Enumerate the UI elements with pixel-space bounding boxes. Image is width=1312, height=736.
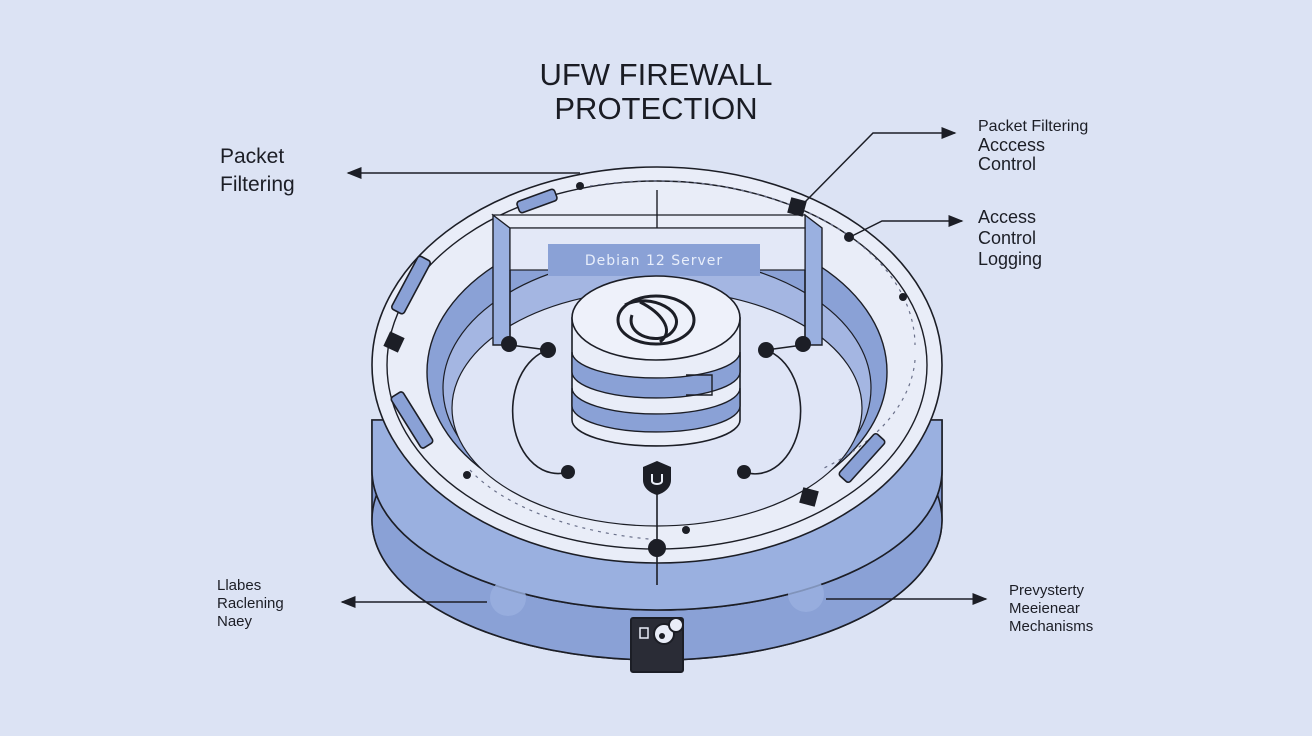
- label-line: Llabes: [217, 577, 262, 594]
- label-line: Filtering: [220, 173, 295, 196]
- ring-slots: [390, 188, 886, 484]
- label-bottom-left: Llabes Raclening Naey: [217, 577, 284, 631]
- label-line: Packet: [220, 145, 285, 168]
- title-line-2: PROTECTION: [554, 91, 758, 126]
- shield-icon: [643, 461, 671, 495]
- label-mid-right: Access Control Logging: [978, 207, 1042, 270]
- label-line: Raclening: [217, 595, 284, 612]
- label-line: Packet Filtering: [978, 118, 1089, 135]
- diagram-title: UFW FIREWALL PROTECTION: [456, 58, 856, 126]
- label-top-right: Packet Filtering Acccess Control: [978, 117, 1088, 174]
- label-line: Access: [978, 207, 1037, 227]
- label-bottom-right: Prevysterty Meeienear Mechanisms: [1009, 582, 1093, 636]
- title-line-1: UFW FIREWALL: [539, 57, 773, 92]
- globe-icon: [616, 294, 696, 346]
- database-stack: [571, 275, 741, 447]
- label-line: Naey: [217, 613, 253, 630]
- network-nodes: [383, 182, 907, 557]
- left-indicator: [490, 580, 526, 616]
- label-line: Meeienear: [1009, 600, 1080, 617]
- label-line: Mechanisms: [1009, 618, 1094, 635]
- label-line: Acccess: [978, 135, 1046, 155]
- label-packet-filtering: Packet Filtering: [220, 143, 295, 199]
- label-line: Prevysterty: [1009, 582, 1085, 599]
- lock-icon: [630, 617, 684, 673]
- leader-lines: [340, 127, 988, 608]
- label-line: Logging: [978, 249, 1043, 269]
- server-enclosure: Debian 12 Server: [491, 190, 823, 346]
- label-line: Control: [978, 154, 1037, 174]
- dotted-track: [469, 180, 916, 541]
- label-line: Control: [978, 228, 1037, 248]
- server-name-label: Debian 12 Server: [585, 253, 723, 269]
- right-indicator: [788, 576, 824, 612]
